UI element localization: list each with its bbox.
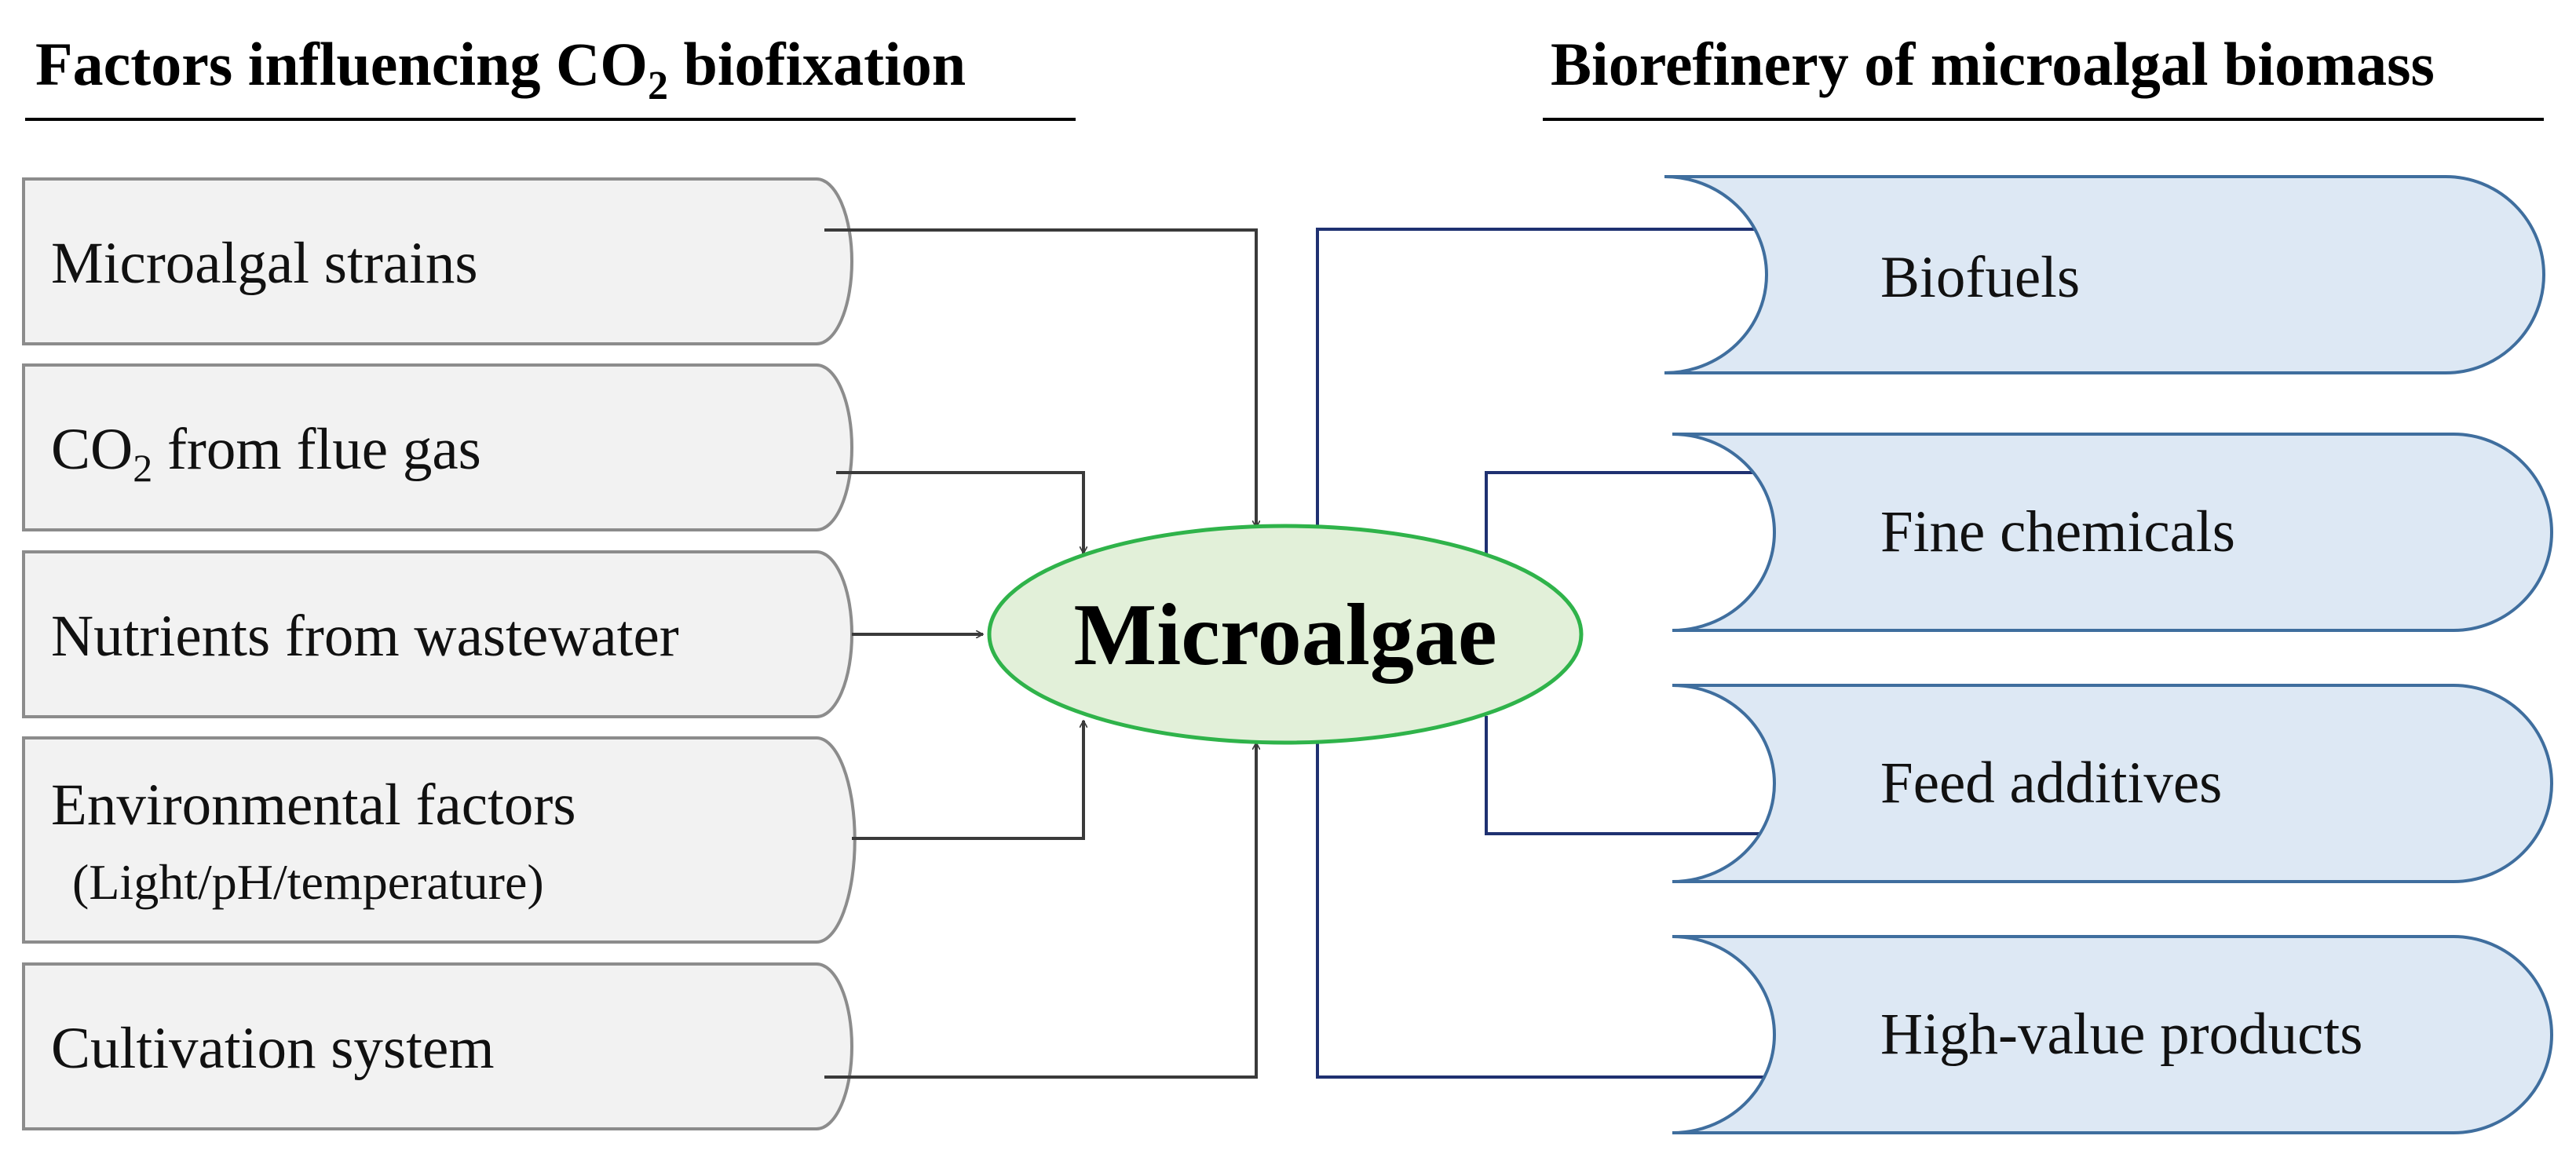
arrow-center-to-high-value	[1316, 743, 1814, 1082]
arrow-center-to-fine-chemicals	[1485, 468, 1807, 557]
arrow-co2-to-center	[836, 471, 1083, 553]
output-label: Feed additives	[1880, 750, 2222, 816]
right-heading: Biorefinery of microalgal biomass	[1551, 30, 2435, 98]
output-arrows	[1316, 225, 1814, 1082]
output-label: High-value products	[1880, 1002, 2362, 1067]
input-label: Cultivation system	[51, 1016, 495, 1081]
output-box-fine-chemicals: Fine chemicals	[1672, 433, 2553, 632]
center-ellipse	[987, 524, 1584, 745]
output-label: Fine chemicals	[1880, 499, 2235, 564]
arrow-strains-to-center	[824, 228, 1256, 528]
input-arrows	[824, 228, 1256, 1079]
output-box-feed-additives: Feed additives	[1672, 684, 2553, 883]
input-label: Microalgal strains	[51, 231, 478, 296]
input-sublabel: (Light/pH/temperature)	[72, 854, 544, 910]
center-label: Microalgae	[1073, 586, 1496, 684]
input-box-environmental-factors: Environmental factors (Light/pH/temperat…	[22, 736, 857, 944]
input-label: Nutrients from wastewater	[51, 604, 679, 669]
input-label: Environmental factors	[51, 772, 576, 838]
input-box-microalgal-strains: Microalgal strains	[22, 177, 853, 345]
input-box-nutrients: Nutrients from wastewater	[22, 550, 853, 718]
output-box-high-value-products: High-value products	[1672, 935, 2553, 1134]
arrow-environment-to-center	[852, 721, 1083, 840]
center-node: Microalgae	[987, 524, 1584, 745]
input-box-cultivation-system: Cultivation system	[22, 962, 853, 1130]
input-label: CO2 from flue gas	[51, 417, 481, 490]
arrow-center-to-feed-additives	[1485, 716, 1807, 838]
output-box-biofuels: Biofuels	[1664, 175, 2545, 374]
input-box-co2-flue-gas: CO2 from flue gas	[22, 363, 853, 531]
arrow-center-to-biofuels	[1316, 225, 1814, 530]
left-heading: Factors influencing CO2 biofixation	[35, 30, 966, 108]
arrow-cultivation-to-center	[824, 743, 1256, 1079]
output-label: Biofuels	[1880, 245, 2080, 310]
